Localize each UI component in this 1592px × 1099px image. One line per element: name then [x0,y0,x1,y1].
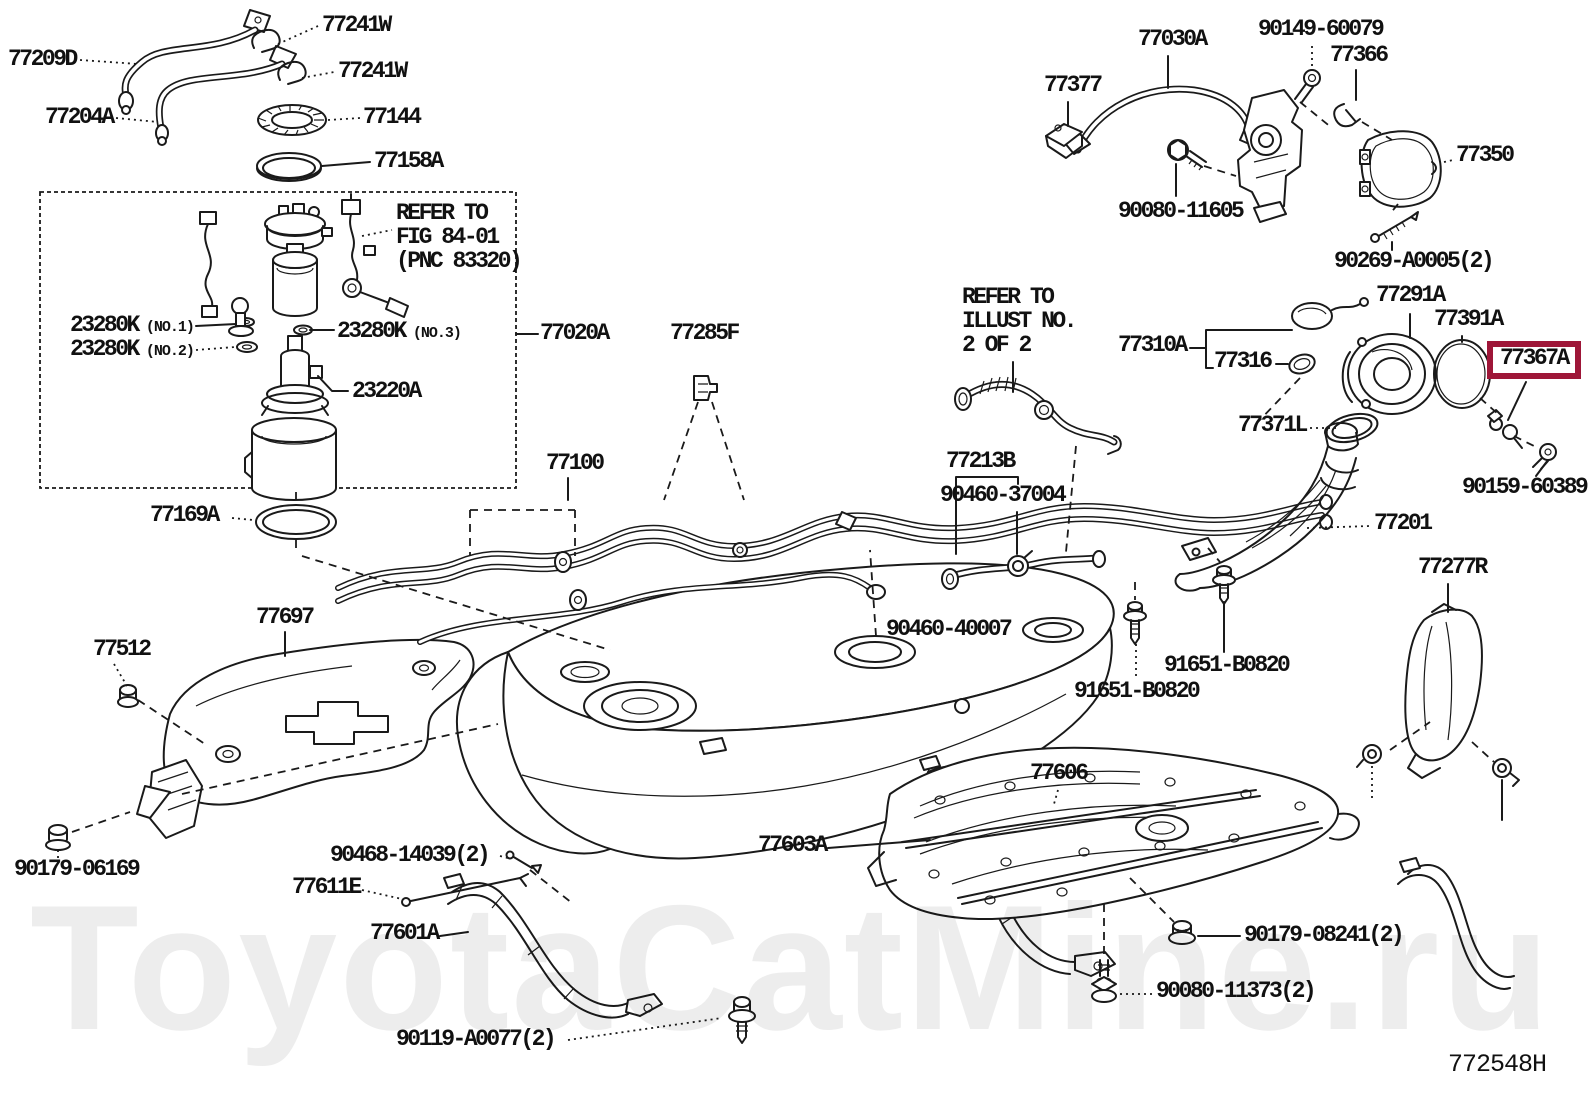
skid-plate-drawing [867,746,1360,921]
fuel-pump-assembly-drawing [39,191,517,501]
filler-pipe-drawing [1174,422,1359,592]
tube-clamp-drawing [693,375,718,401]
tank-oring-drawing [255,504,337,540]
fuel-hose-drawing [941,537,1217,590]
assembly-dashed-lines [71,101,1539,958]
heat-shield-drawing [136,638,475,839]
breather-hose-drawing [954,376,1122,455]
fuel-hoses-drawing [118,9,307,146]
fasteners-drawing [45,139,1236,1044]
leader-lines [195,55,1549,937]
fuel-tank-drawing [456,562,1115,860]
retainer-ring-drawing [256,104,327,182]
fuel-tube-bundle-drawing [335,494,1333,645]
lid-lock-cable-drawing [1045,69,1442,243]
diagram-code: 772548H [1448,1050,1547,1079]
leader-lines-dotted [57,25,1454,1041]
filler-cap-area-drawing [1288,297,1557,470]
filler-pipe-protector-drawing [1356,603,1520,787]
